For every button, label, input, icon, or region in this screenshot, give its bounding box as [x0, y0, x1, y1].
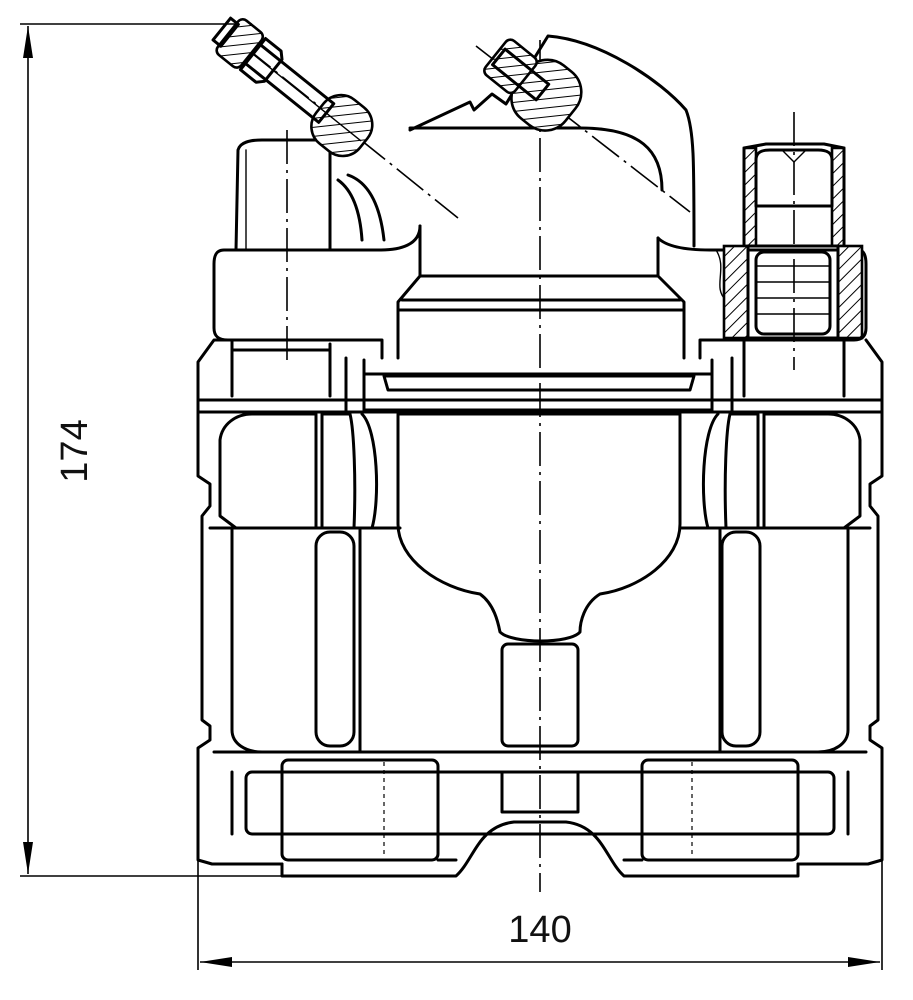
upper-cavity-right-2	[723, 412, 760, 530]
width-dimension: 140	[197, 860, 883, 970]
right-slot	[720, 530, 762, 748]
left-flange	[212, 224, 422, 360]
inner-wall-left	[360, 412, 379, 530]
right-shoulder	[710, 356, 734, 414]
bleeder-thread-body	[746, 244, 840, 340]
left-pin-lower	[230, 338, 332, 398]
lower-frame-inner	[230, 770, 850, 836]
upper-cavity-right	[762, 412, 862, 530]
left-pin-boot	[234, 138, 332, 252]
piston-bore	[396, 412, 682, 643]
left-port-tube-bore	[244, 47, 362, 142]
height-dimension: 174	[20, 23, 282, 877]
right-port-axis	[475, 45, 691, 213]
bottom-arch	[280, 820, 800, 878]
height-dimension-label: 174	[54, 419, 96, 482]
bleeder-cap-right	[830, 146, 846, 248]
bleeder-body-right-wall	[836, 244, 864, 340]
left-pin-stub	[336, 173, 386, 242]
left-side-panel	[230, 528, 362, 754]
cylinder-top-plate	[362, 372, 714, 412]
bleeder-body-left-wall	[722, 244, 750, 340]
upper-cavity-left	[218, 412, 318, 530]
central-boss-outline	[408, 34, 696, 248]
width-dimension-label: 140	[508, 909, 571, 951]
left-hydraulic-port	[211, 16, 374, 158]
neck-left	[396, 224, 422, 360]
caliper-main-body	[196, 338, 884, 878]
upper-cavity-left-2	[320, 412, 357, 530]
housing-outer	[196, 338, 884, 866]
right-port-insert	[491, 47, 551, 102]
height-arrow-bottom	[23, 842, 33, 874]
central-boss-top	[408, 126, 664, 192]
right-hydraulic-port	[483, 38, 583, 132]
piston-stem	[500, 642, 580, 748]
right-port-cap	[483, 38, 538, 95]
center-lug	[500, 770, 580, 814]
left-slot	[314, 530, 356, 748]
bleeder-screw-assembly	[722, 142, 864, 398]
height-arrow-top	[23, 26, 33, 58]
width-arrow-left	[200, 957, 232, 967]
right-pad-retainer	[640, 758, 800, 862]
bleeder-head	[754, 148, 834, 208]
right-side-panel	[718, 528, 850, 754]
bleeder-lower-pocket	[742, 338, 846, 398]
left-port-hex	[238, 37, 284, 84]
width-arrow-right	[848, 957, 880, 967]
left-port-nut	[215, 18, 265, 69]
left-port-nut-cap	[211, 16, 240, 48]
bleeder-cap-outline	[742, 142, 846, 248]
centerlines	[243, 40, 795, 892]
neck-right	[656, 236, 686, 360]
piston-crown	[382, 374, 696, 392]
bleeder-tip	[781, 149, 807, 163]
left-shoulder	[344, 356, 366, 414]
bleeder-cap-left	[742, 146, 758, 248]
inner-wall-right	[701, 412, 720, 530]
bleeder-screw	[754, 250, 832, 336]
left-pad-retainer	[280, 758, 440, 862]
left-port-axis	[243, 45, 459, 219]
